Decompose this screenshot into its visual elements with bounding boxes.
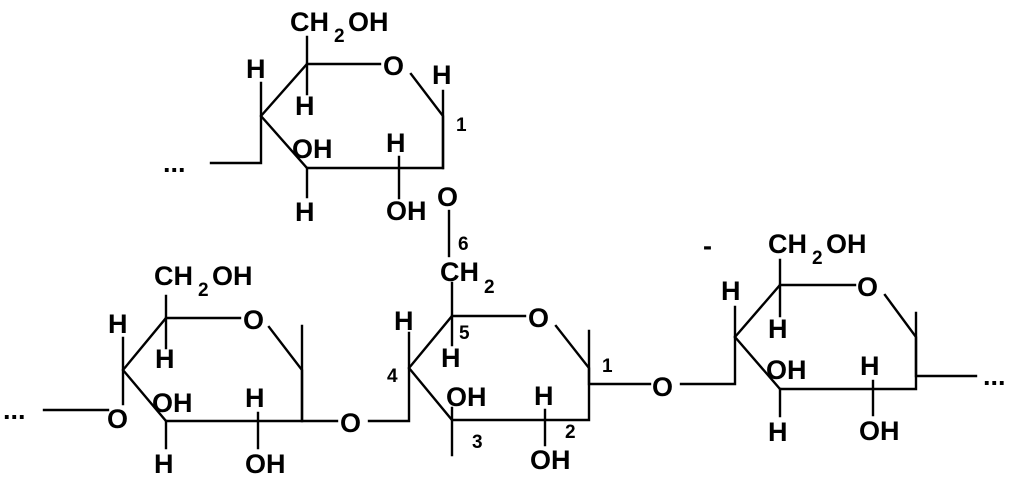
right-h-c2: H xyxy=(860,351,880,381)
ch2oh-text: CH xyxy=(768,229,807,259)
middle-substituent-bonds xyxy=(407,281,652,457)
ch2oh-text: OH xyxy=(826,229,867,259)
middle-oh-c3: OH xyxy=(446,382,487,412)
link-oxygen-right-1-4: O xyxy=(652,372,673,402)
link-left-bond xyxy=(367,368,411,423)
left-link-oxygen: O xyxy=(107,404,128,434)
left-oh-c3: OH xyxy=(152,388,193,418)
ch2oh-text: CH xyxy=(154,261,193,291)
top-h-c1: H xyxy=(432,60,452,90)
ch2oh-subscript: 2 xyxy=(812,248,823,269)
left-substituent-bonds xyxy=(42,294,339,450)
left-ellipsis: ... xyxy=(3,395,26,425)
middle-h-c4: H xyxy=(394,306,414,336)
top-oh-c3: OH xyxy=(292,134,333,164)
left-glucose-unit: CH 2 OH O H H O OH H H OH ... xyxy=(3,261,339,479)
right-ch2oh-label: CH 2 OH xyxy=(768,229,867,269)
middle-h-c5: H xyxy=(441,343,461,373)
right-oh-c3: OH xyxy=(766,355,807,385)
right-h-c3: H xyxy=(768,417,788,447)
right-ellipsis: ... xyxy=(983,361,1006,391)
middle-position-2: 2 xyxy=(565,422,576,443)
right-h-c4: H xyxy=(721,276,741,306)
middle-oh-c2: OH xyxy=(530,445,571,475)
top-h-c4: H xyxy=(246,54,266,84)
top-ring-bonds xyxy=(259,62,445,170)
top-h-c5: H xyxy=(295,91,315,121)
middle-position-1: 1 xyxy=(602,356,613,377)
top-h-c3: H xyxy=(295,197,315,227)
top-oh-c2: OH xyxy=(386,196,427,226)
ch2oh-subscript: 2 xyxy=(334,26,345,47)
left-h-c5: H xyxy=(155,344,175,374)
ch2oh-text: OH xyxy=(348,7,389,37)
link-oxygen-left-1-4: O xyxy=(340,408,361,438)
left-oh-c2: OH xyxy=(245,449,286,479)
right-dash-mark: - xyxy=(703,231,712,261)
ch2oh-text: CH xyxy=(290,7,329,37)
right-ring-oxygen: O xyxy=(857,272,878,302)
ch2oh-text: OH xyxy=(212,261,253,291)
left-h-c3: H xyxy=(154,449,174,479)
link-oxygen-1-6: O xyxy=(437,182,458,212)
alpha-1-6-linkage: O 6 xyxy=(437,182,469,258)
middle-position-3: 3 xyxy=(472,432,483,453)
left-h-c4: H xyxy=(108,309,128,339)
top-h-c2: H xyxy=(386,128,406,158)
right-glucose-unit: - CH 2 OH O H H OH H H OH ... xyxy=(703,229,1006,447)
top-ch2oh-label: CH 2 OH xyxy=(290,7,389,47)
middle-ring-oxygen: O xyxy=(528,303,549,333)
right-h-c5: H xyxy=(768,314,788,344)
ch2oh-subscript: 2 xyxy=(198,280,209,301)
middle-position-5: 5 xyxy=(459,323,470,344)
top-ring-oxygen: O xyxy=(383,51,404,81)
left-ch2oh-label: CH 2 OH xyxy=(154,261,253,301)
ch2-text: CH xyxy=(440,257,479,287)
top-substituent-bonds xyxy=(209,35,445,200)
left-ring-bonds xyxy=(121,316,304,423)
middle-h-c2: H xyxy=(534,381,554,411)
middle-glucose-unit: CH 2 O H 5 H 4 OH H 1 3 2 OH xyxy=(387,257,652,475)
top-position-1: 1 xyxy=(456,115,467,136)
middle-ch2-label: CH 2 xyxy=(440,257,495,298)
ch2-subscript: 2 xyxy=(484,277,495,298)
middle-ring-bonds xyxy=(407,314,591,422)
right-substituent-bonds xyxy=(733,258,978,418)
right-ring-bonds xyxy=(733,283,918,391)
left-ring-oxygen: O xyxy=(243,305,264,335)
right-oh-c2: OH xyxy=(859,416,900,446)
middle-position-4: 4 xyxy=(387,366,398,387)
top-ellipsis: ... xyxy=(163,148,186,178)
top-glucose-unit: CH 2 OH O H H H H OH H OH 1 ... xyxy=(163,7,467,227)
middle-position-6: 6 xyxy=(458,234,469,255)
link-right-bond xyxy=(679,335,737,386)
left-h-c2: H xyxy=(245,383,265,413)
